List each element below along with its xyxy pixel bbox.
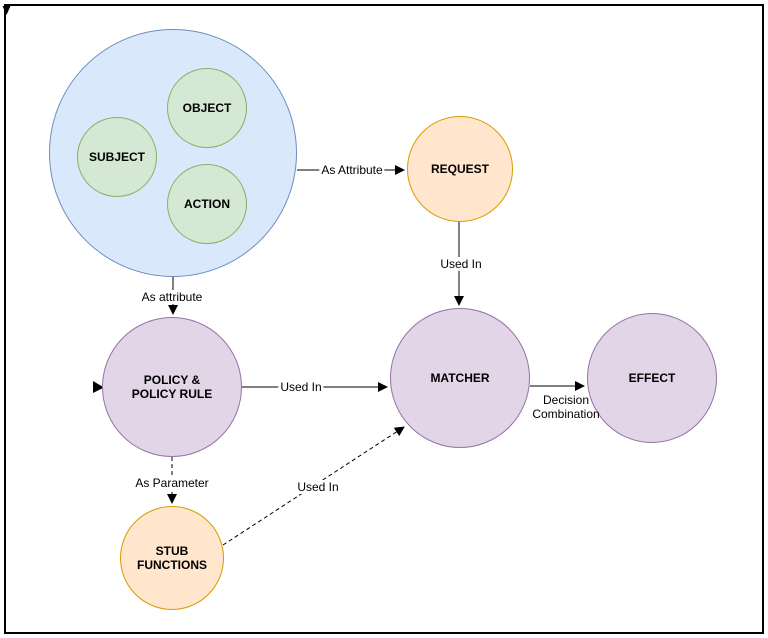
node-object-label: OBJECT [182, 101, 232, 115]
node-stub-functions: STUB FUNCTIONS [120, 506, 224, 610]
stray-arrowhead-policy-left-icon [93, 381, 104, 393]
node-policy-rule: POLICY & POLICY RULE [102, 317, 242, 457]
node-attributes-group [49, 29, 297, 277]
node-stub-functions-label: STUB FUNCTIONS [137, 544, 207, 572]
node-policy-rule-label: POLICY & POLICY RULE [131, 373, 213, 401]
edge-label-as-attribute: As Attribute [319, 163, 385, 177]
node-subject-label: SUBJECT [88, 150, 145, 164]
node-effect-label: EFFECT [628, 371, 676, 385]
edge-label-used-in-policy: Used In [278, 380, 324, 394]
node-effect: EFFECT [587, 313, 717, 443]
edge-label-used-in-request: Used In [438, 257, 484, 271]
node-object: OBJECT [167, 68, 247, 148]
node-matcher: MATCHER [390, 308, 530, 448]
node-request-label: REQUEST [430, 162, 489, 176]
node-matcher-label: MATCHER [430, 371, 490, 385]
node-subject: SUBJECT [77, 117, 157, 197]
node-action-label: ACTION [184, 197, 230, 211]
edge-label-as-attribute-policy: As attribute [139, 290, 205, 304]
edge-label-as-parameter: As Parameter [133, 476, 211, 490]
edge-label-decision-combination: Decision Combination [532, 393, 600, 421]
node-request: REQUEST [407, 116, 513, 222]
stray-arrowhead-top-left-icon [2, 6, 11, 15]
node-action: ACTION [167, 164, 247, 244]
edge-label-used-in-stub: Used In [295, 480, 341, 494]
